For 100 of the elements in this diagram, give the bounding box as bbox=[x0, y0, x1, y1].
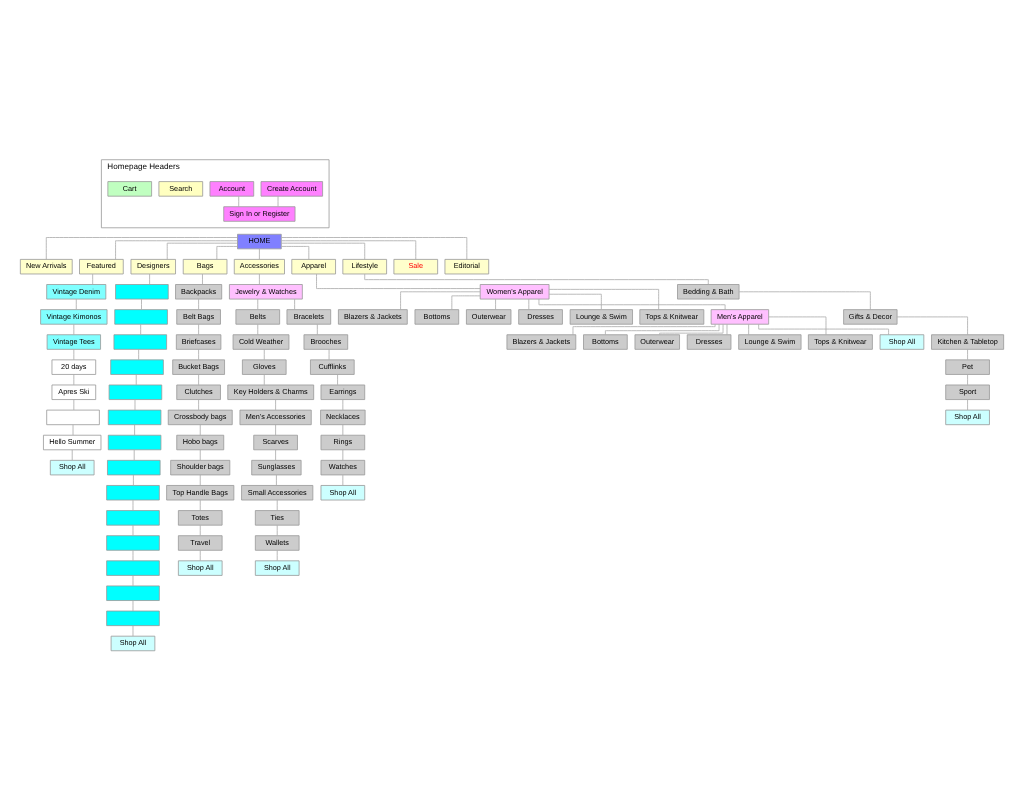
connector bbox=[967, 349, 968, 361]
connector bbox=[199, 524, 201, 536]
connector bbox=[132, 499, 134, 511]
connector bbox=[140, 323, 142, 335]
connector bbox=[328, 349, 330, 361]
connector bbox=[342, 424, 344, 436]
connector bbox=[134, 424, 135, 436]
connector bbox=[71, 449, 73, 461]
connector bbox=[133, 474, 134, 486]
connector bbox=[572, 324, 716, 336]
connector bbox=[115, 240, 238, 260]
connector bbox=[263, 349, 265, 361]
node-box bbox=[115, 284, 169, 300]
connector bbox=[132, 575, 134, 587]
connector bbox=[967, 399, 968, 411]
connector bbox=[199, 474, 201, 486]
connector bbox=[276, 550, 278, 562]
connector bbox=[134, 399, 136, 411]
connector bbox=[135, 374, 137, 386]
connector bbox=[198, 298, 200, 310]
connector bbox=[738, 291, 871, 310]
connector bbox=[72, 424, 74, 436]
connector bbox=[726, 323, 728, 335]
connector bbox=[342, 449, 344, 461]
connector bbox=[281, 240, 417, 260]
connector bbox=[548, 288, 660, 310]
connector bbox=[166, 242, 238, 260]
connector bbox=[73, 323, 75, 335]
connector bbox=[605, 324, 720, 335]
connector bbox=[259, 248, 260, 260]
node-box bbox=[108, 384, 163, 400]
connector bbox=[275, 399, 276, 411]
connector bbox=[748, 323, 750, 335]
connector bbox=[294, 298, 296, 310]
node-box bbox=[110, 359, 164, 375]
connector bbox=[364, 273, 709, 285]
node-box bbox=[106, 510, 160, 526]
connector bbox=[73, 399, 75, 411]
connector bbox=[758, 324, 889, 336]
node-box bbox=[106, 535, 160, 551]
connector bbox=[133, 449, 135, 461]
connector bbox=[199, 449, 201, 461]
node-box bbox=[113, 334, 167, 350]
connector bbox=[967, 374, 968, 386]
connector bbox=[199, 424, 201, 436]
connector bbox=[138, 349, 140, 361]
node-box bbox=[107, 409, 162, 426]
connector bbox=[276, 499, 278, 511]
connector bbox=[132, 625, 134, 637]
connector bbox=[768, 316, 827, 336]
node-box bbox=[107, 459, 161, 476]
node-box bbox=[114, 309, 168, 325]
node-box bbox=[106, 485, 160, 501]
connector bbox=[75, 298, 77, 310]
connector bbox=[528, 298, 530, 310]
connector bbox=[257, 298, 259, 310]
connector bbox=[275, 449, 276, 461]
connector bbox=[342, 399, 344, 411]
connector bbox=[202, 273, 203, 285]
connector bbox=[548, 293, 602, 310]
connector bbox=[199, 550, 201, 562]
connector bbox=[132, 550, 134, 562]
connector bbox=[141, 298, 142, 310]
connector bbox=[276, 524, 278, 536]
connector bbox=[316, 273, 481, 289]
connector bbox=[92, 273, 94, 285]
connector bbox=[149, 273, 150, 285]
connector bbox=[281, 242, 366, 260]
connector bbox=[263, 374, 265, 386]
connector bbox=[259, 273, 260, 285]
connector bbox=[281, 246, 310, 260]
node-box bbox=[106, 610, 160, 627]
connector bbox=[896, 316, 968, 336]
connector bbox=[342, 474, 344, 486]
connector bbox=[73, 374, 75, 386]
connector bbox=[659, 323, 724, 335]
connector bbox=[198, 349, 200, 361]
connector bbox=[275, 424, 276, 436]
connector bbox=[281, 237, 468, 260]
connector bbox=[400, 291, 481, 310]
connector bbox=[257, 323, 259, 335]
connector bbox=[337, 374, 338, 386]
connector bbox=[132, 600, 134, 612]
connector bbox=[538, 298, 726, 310]
connector bbox=[73, 349, 75, 361]
connector bbox=[198, 323, 200, 335]
connector bbox=[238, 195, 240, 207]
node-box bbox=[106, 560, 160, 576]
connector bbox=[199, 499, 201, 511]
node-box bbox=[106, 585, 160, 601]
connector bbox=[451, 295, 481, 310]
connector bbox=[198, 399, 200, 411]
connector bbox=[216, 246, 238, 260]
node-box bbox=[107, 434, 162, 451]
connector bbox=[277, 195, 279, 207]
connector bbox=[495, 298, 496, 310]
connector bbox=[316, 323, 318, 335]
connector bbox=[276, 474, 277, 486]
connector bbox=[198, 374, 200, 386]
node-box bbox=[46, 409, 100, 426]
